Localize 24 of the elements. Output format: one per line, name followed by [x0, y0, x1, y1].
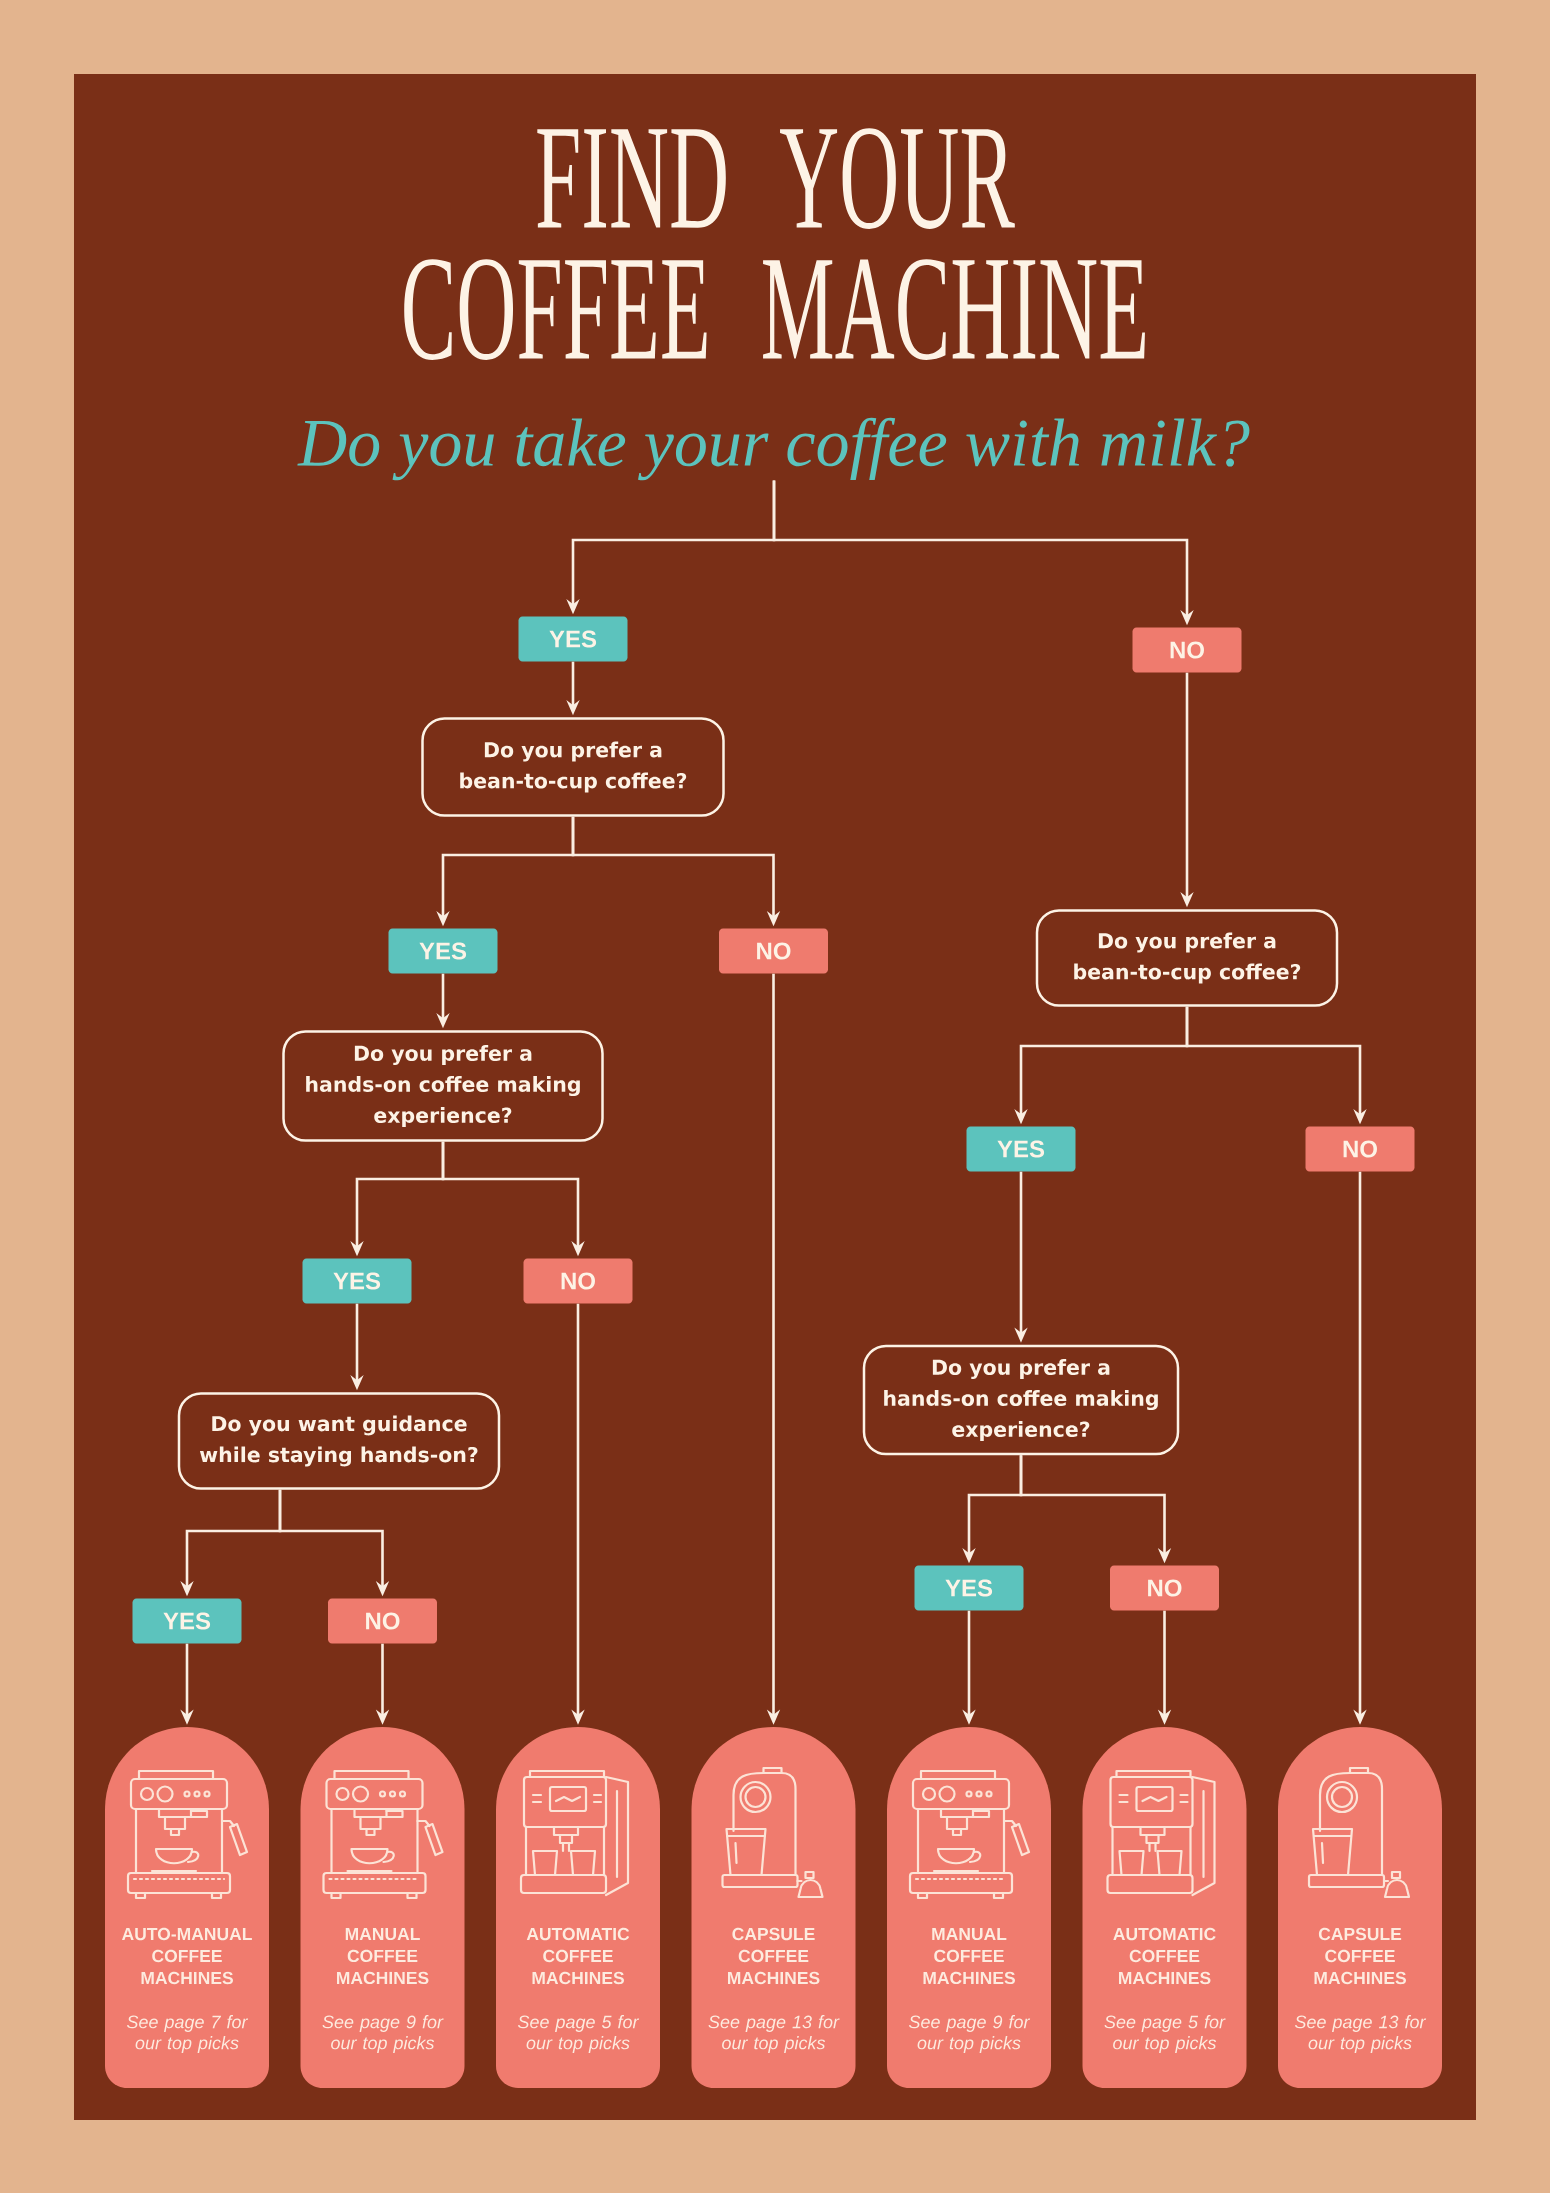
answer-tag: YES — [388, 928, 498, 974]
result-card: CAPSULE COFFEE MACHINES See page 13 for our top picks — [691, 1727, 856, 2088]
result-card: MANUAL COFFEE MACHINES See page 9 for our top picks — [887, 1727, 1051, 2088]
answer-tag: YES — [518, 616, 628, 662]
answer-tag: NO — [1132, 627, 1242, 673]
answer-tag: NO — [1305, 1126, 1415, 1172]
answer-tag: NO — [719, 928, 828, 974]
answer-tag: YES — [914, 1565, 1024, 1611]
question-box: Do you want guidance while staying hands-on? — [177, 1392, 501, 1490]
result-card: CAPSULE COFFEE MACHINES See page 13 for our top picks — [1278, 1727, 1442, 2088]
answer-tag: YES — [132, 1598, 242, 1644]
question-box: Do you prefer a bean-to-cup coffee? — [1035, 909, 1339, 1007]
answer-tag: YES — [302, 1258, 412, 1304]
question-box: Do you prefer a hands-on coffee making experience? — [862, 1344, 1180, 1456]
answer-tag: NO — [328, 1598, 437, 1644]
answer-tag: NO — [1110, 1565, 1219, 1611]
result-card: AUTO-MANUAL COFFEE MACHINES See page 7 for our top picks — [105, 1727, 269, 2088]
answer-tag: NO — [523, 1258, 633, 1304]
title: FIND YOUR COFFEE MACHINE — [404, 128, 1145, 360]
answer-tag: YES — [966, 1126, 1076, 1172]
result-card: AUTOMATIC COFFEE MACHINES See page 5 for our top picks — [496, 1727, 660, 2088]
question-text: Do you take your coffee with milk? — [297, 417, 1250, 481]
question-box: Do you prefer a bean-to-cup coffee? — [421, 717, 725, 817]
question-box: Do you prefer a hands-on coffee making experience? — [282, 1030, 604, 1142]
